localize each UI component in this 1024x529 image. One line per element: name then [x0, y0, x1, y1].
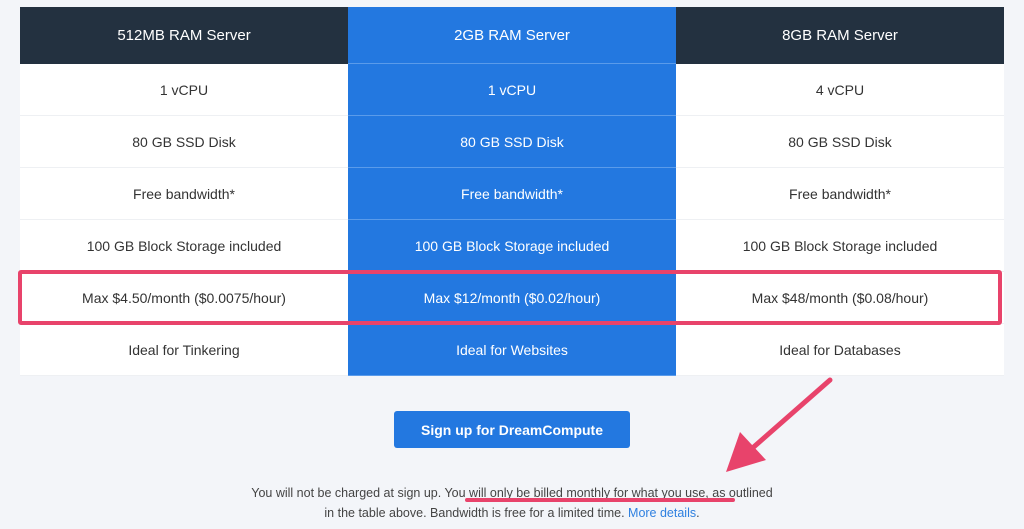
plan-feature-cell: 1 vCPU [20, 64, 348, 116]
plan-feature-cell: Free bandwidth* [20, 168, 348, 220]
arrow-annotation-icon [726, 377, 833, 472]
plan-feature-cell: 80 GB SSD Disk [676, 116, 1004, 168]
plan-feature-cell: Ideal for Databases [676, 324, 1004, 376]
plan-header: 512MB RAM Server [20, 7, 348, 64]
plan-header: 2GB RAM Server [348, 7, 676, 64]
plan-feature-cell: 4 vCPU [676, 64, 1004, 116]
plan-feature-cell: Ideal for Websites [348, 324, 676, 376]
plan-feature-cell: 80 GB SSD Disk [348, 116, 676, 168]
plan-feature-cell: 80 GB SSD Disk [20, 116, 348, 168]
plan-feature-cell: Free bandwidth* [348, 168, 676, 220]
plan-feature-cell: 100 GB Block Storage included [348, 220, 676, 272]
plan-feature-cell: 1 vCPU [348, 64, 676, 116]
plan-feature-cell: Ideal for Tinkering [20, 324, 348, 376]
billing-note: You will not be charged at sign up. You … [250, 483, 774, 523]
note-text-2: , as outlined in the table above. Bandwi… [324, 486, 773, 520]
note-text: You will not be charged at sign up. [251, 486, 445, 500]
signup-button[interactable]: Sign up for DreamCompute [394, 411, 630, 448]
plan-header: 8GB RAM Server [676, 7, 1004, 64]
note-underlined-text: You will only be billed monthly for what… [444, 486, 706, 500]
more-details-link[interactable]: More details [628, 506, 697, 520]
note-end: . [696, 506, 700, 520]
plan-feature-cell: Max $4.50/month ($0.0075/hour) [20, 272, 348, 324]
plan-feature-cell: Max $12/month ($0.02/hour) [348, 272, 676, 324]
plan-feature-cell: 100 GB Block Storage included [20, 220, 348, 272]
plan-feature-cell: Free bandwidth* [676, 168, 1004, 220]
